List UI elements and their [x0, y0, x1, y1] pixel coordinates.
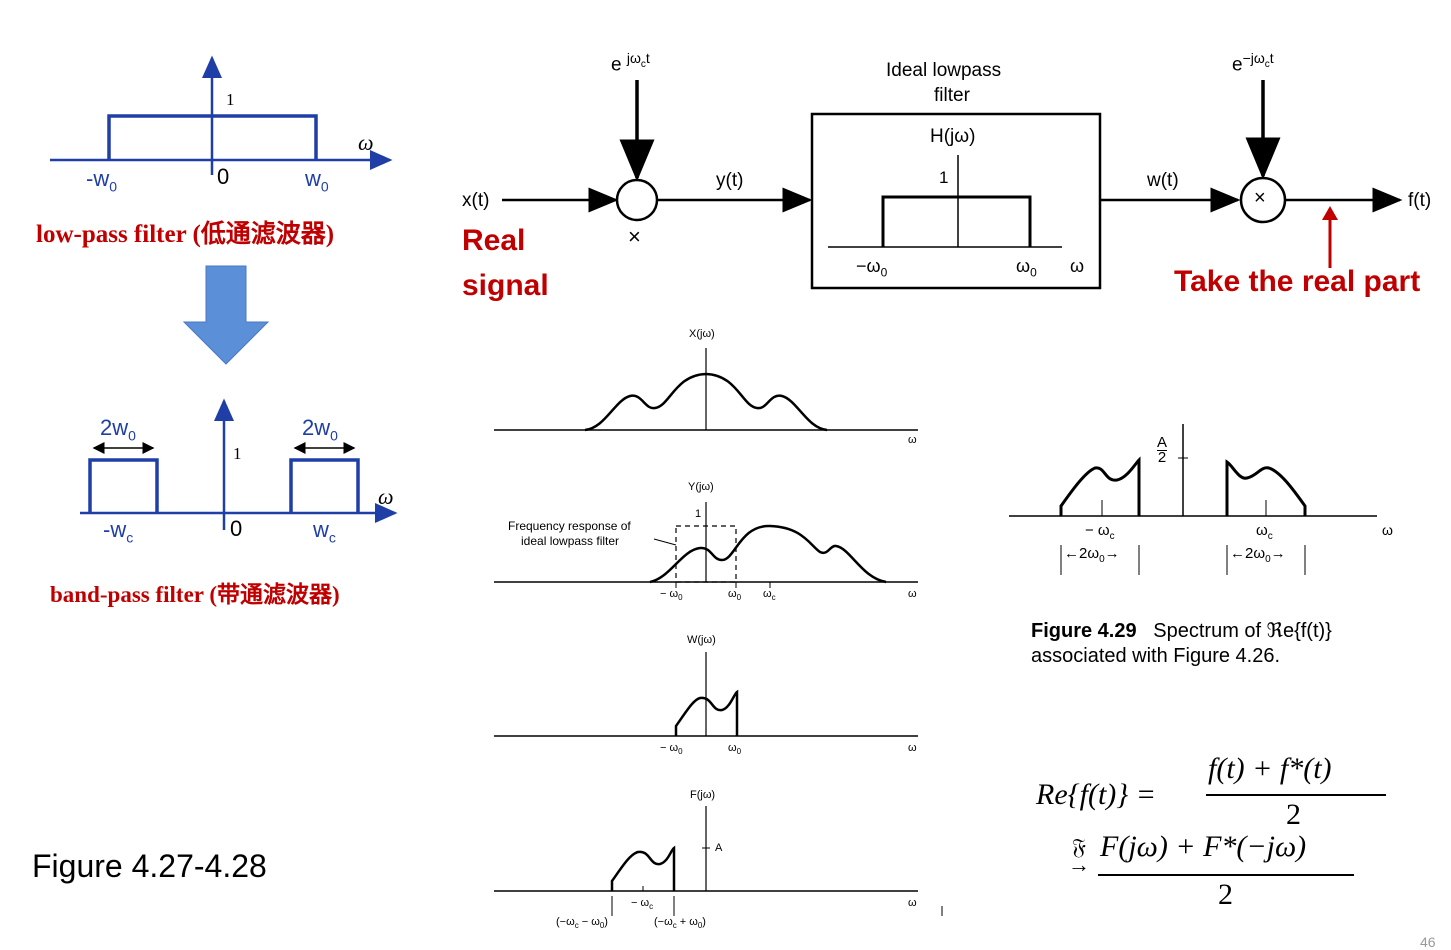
filter-one: 1	[939, 168, 949, 187]
y-spectrum-omega: ω	[908, 588, 917, 600]
f-spectrum-left-label: (−ωc − ω0)	[556, 916, 608, 931]
bandpass-one: 1	[233, 444, 242, 463]
f-spectrum-right-label: (−ωc + ω0)	[654, 916, 706, 931]
fig429-left-band	[1059, 456, 1141, 516]
block-diagram-svg	[502, 80, 1403, 290]
f-spectrum-A: A	[715, 842, 723, 854]
bandpass-width-right-label: 2w0	[302, 415, 338, 444]
take-real-arrow-head	[1322, 206, 1338, 220]
fig429-svg	[1009, 424, 1377, 575]
equation-num2: F(jω) + F*(−jω)	[1100, 830, 1307, 863]
y-label: y(t)	[716, 170, 744, 191]
y-spectrum-tick-neg: − ω0	[660, 588, 683, 603]
y-spectrum-note-1: Frequency response of	[508, 519, 631, 533]
filter-title-1: Ideal lowpass	[886, 60, 1002, 81]
fig429-omega: ω	[1382, 522, 1393, 538]
lowpass-caption: low-pass filter (低通滤波器)	[36, 221, 335, 248]
lowpass-one: 1	[226, 90, 235, 109]
lowpass-neg-w0: -w0	[86, 166, 118, 195]
spectra-svg	[494, 348, 943, 916]
filter-title-2: filter	[934, 85, 970, 106]
lowpass-rect	[107, 114, 318, 160]
lowpass-plot	[50, 55, 393, 175]
transform-down-arrow	[182, 265, 270, 365]
fig429-caption-line2: associated with Figure 4.26.	[1031, 645, 1281, 667]
bandpass-omega: ω	[378, 484, 394, 509]
bandpass-caption: band-pass filter (带通滤波器)	[50, 582, 340, 607]
x-spectrum-curve	[584, 372, 828, 432]
mixer2-symbol: ×	[1254, 187, 1266, 209]
f-spectrum-curve	[610, 845, 676, 891]
w-spectrum-tick-pos: ω0	[728, 742, 742, 757]
mixer1-carrier-label: e jωct	[611, 50, 650, 76]
equation-fourier-arrow: 𝔉→	[1068, 834, 1090, 877]
mixer1-circle	[615, 178, 659, 222]
y-spectrum-note-2: ideal lowpass filter	[521, 534, 620, 548]
equation-num1: f(t) + f*(t)	[1208, 752, 1332, 785]
real-signal-line1: Real	[462, 224, 526, 257]
y-spectrum-filter-window	[675, 525, 737, 583]
f-spectrum-omega: ω	[908, 897, 917, 909]
page-number: 46	[1420, 934, 1436, 950]
y-spectrum-tick-c: ωc	[763, 588, 776, 603]
take-real-label: Take the real part	[1174, 265, 1421, 298]
filter-neg-w0: −ω0	[856, 256, 888, 280]
filter-omega: ω	[1070, 256, 1085, 276]
x-spectrum-omega: ω	[908, 434, 917, 446]
lowpass-w0: w0	[305, 166, 329, 195]
y-spectrum-note-pointer	[653, 538, 677, 546]
bandpass-rect-right	[289, 458, 360, 513]
fig429-neg-wc: − ωc	[1085, 522, 1115, 542]
equation-fraction-bar2	[1098, 874, 1354, 876]
y-spectrum-tick-pos: ω0	[728, 588, 742, 603]
fig429-caption-line1: Figure 4.29 Spectrum of ℜe{f(t)}	[1031, 620, 1332, 642]
y-spectrum-title: Y(jω)	[688, 481, 714, 493]
mixer2-carrier-label: e−jωct	[1232, 50, 1274, 76]
fig429-width-left: ←2ω0→	[1064, 545, 1120, 565]
fig429-right-band	[1225, 459, 1307, 516]
y-spectrum-one: 1	[695, 508, 702, 520]
filter-pos-w0: ω0	[1016, 256, 1037, 280]
equation-fraction-bar1	[1206, 794, 1386, 796]
f-spectrum-tick-c: − ωc	[631, 897, 654, 912]
fig429-width-right: ←2ω0→	[1230, 545, 1286, 565]
w-spectrum-omega: ω	[908, 742, 917, 754]
bandpass-zero: 0	[230, 516, 243, 541]
filter-rect	[881, 195, 1032, 247]
y-spectrum-curve	[649, 524, 887, 584]
filter-box	[810, 112, 1102, 290]
equation-lhs: Re{f(t)} =	[1036, 778, 1157, 811]
filter-h-label: H(jω)	[930, 126, 976, 147]
real-signal-line2: signal	[462, 269, 549, 302]
bandpass-wc: wc	[313, 517, 336, 546]
w-spectrum-title: W(jω)	[687, 634, 716, 646]
input-label: x(t)	[462, 190, 490, 211]
lowpass-omega: ω	[358, 130, 374, 155]
output-label: f(t)	[1408, 190, 1432, 211]
equation-den2: 2	[1218, 878, 1233, 911]
mixer1-symbol: ×	[628, 224, 641, 249]
bandpass-width-left-label: 2w0	[100, 415, 136, 444]
f-spectrum-title: F(jω)	[690, 789, 716, 801]
lowpass-zero: 0	[217, 164, 230, 189]
equation-den1: 2	[1286, 798, 1301, 831]
w-spectrum-curve	[674, 689, 739, 736]
bandpass-neg-wc: -wc	[103, 517, 134, 546]
w-label: w(t)	[1147, 170, 1179, 191]
x-spectrum-title: X(jω)	[689, 328, 715, 340]
bandpass-plot	[80, 398, 398, 530]
figure-label: Figure 4.27-4.28	[32, 848, 267, 884]
fig429-wc: ωc	[1256, 522, 1273, 542]
w-spectrum-tick-neg: − ω0	[660, 742, 683, 757]
bandpass-rect-left	[88, 458, 159, 513]
